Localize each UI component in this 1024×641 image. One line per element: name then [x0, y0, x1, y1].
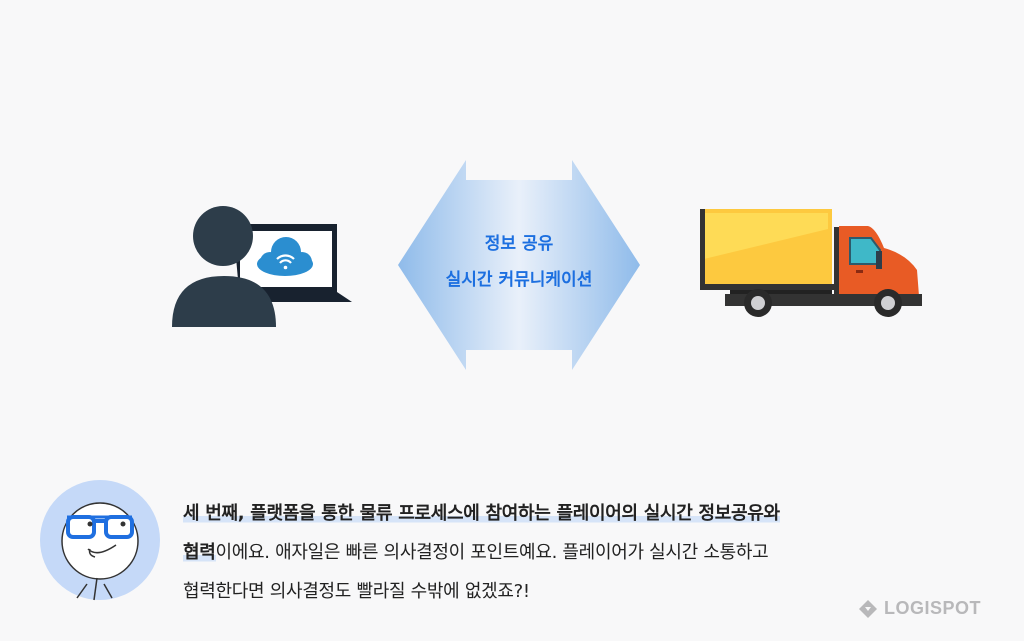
arrow-label-realtime-communication: 실시간 커뮤니케이션	[445, 270, 593, 290]
user-laptop-icon	[172, 206, 352, 327]
avatar	[40, 480, 160, 601]
logispot-logo: LOGISPOT	[858, 598, 981, 619]
caption-paragraph: 세 번째, 플랫폼을 통한 물류 프로세스에 참여하는 플레이어의 실시간 정보…	[183, 494, 943, 611]
logo-diamond-icon	[859, 599, 877, 618]
caption-highlight: 세 번째, 플랫폼을 통한 물류 프로세스에 참여하는 플레이어의 실시간 정보…	[183, 503, 780, 524]
cloud-wifi-icon	[257, 237, 313, 276]
caption-text: 협력한다면 의사결정도 빨라질 수밖에 없겠죠?!	[183, 581, 530, 602]
double-arrow-shape	[398, 160, 640, 370]
arrow-label-info-sharing: 정보 공유	[484, 234, 554, 254]
logo-text: LOGISPOT	[884, 598, 982, 618]
caption-text: 이에요. 애자일은 빠른 의사결정이 포인트예요. 플레이어가 실시간 소통하고	[215, 542, 769, 563]
truck-icon	[700, 209, 922, 317]
caption-highlight: 협력	[183, 542, 216, 563]
